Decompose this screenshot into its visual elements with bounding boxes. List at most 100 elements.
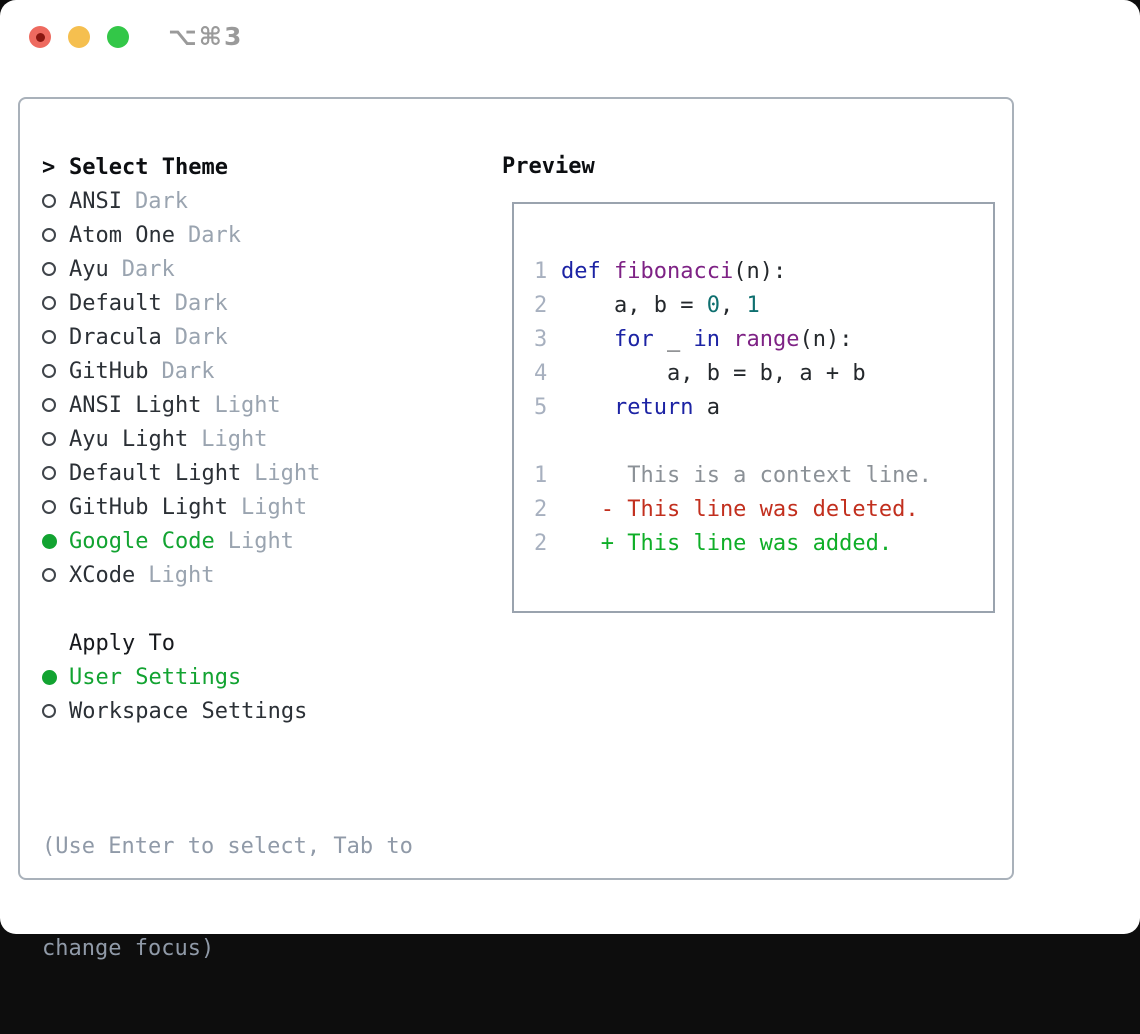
radio-unselected-icon — [42, 398, 56, 412]
theme-name: Atom One — [69, 223, 175, 248]
apply-to-list: User Settings Workspace Settings — [42, 660, 413, 728]
theme-name: Ayu Light — [69, 427, 188, 452]
theme-name: Google Code — [69, 529, 215, 554]
theme-option-ansi[interactable]: ANSI Dark — [42, 184, 413, 218]
theme-option-atom-one[interactable]: Atom One Dark — [42, 218, 413, 252]
token-pl — [561, 395, 614, 420]
radio-unselected-icon — [42, 330, 56, 344]
token-kw: for — [614, 327, 654, 352]
token-pl: , — [720, 293, 747, 318]
select-theme-header: > Select Theme — [42, 150, 413, 184]
line-number: 2 — [534, 497, 548, 522]
radio-selected-icon — [42, 670, 57, 685]
apply-option-workspace-settings[interactable]: Workspace Settings — [42, 694, 413, 728]
apply-option-label: Workspace Settings — [69, 699, 307, 724]
theme-option-github-light[interactable]: GitHub Light Light — [42, 490, 413, 524]
radio-unselected-icon — [42, 364, 56, 378]
theme-name: XCode — [69, 563, 135, 588]
close-button[interactable] — [29, 26, 51, 48]
diff-block: 1 This is a context line. 2 - This line … — [534, 458, 993, 560]
theme-variant-tag: Light — [228, 529, 294, 554]
theme-name: Ayu — [69, 257, 109, 282]
theme-variant-tag: Dark — [175, 291, 228, 316]
zoom-button[interactable] — [107, 26, 129, 48]
theme-option-ayu[interactable]: Ayu Dark — [42, 252, 413, 286]
preview-box: 1 def fibonacci(n): 2 a, b = 0, 1 3 for … — [512, 202, 995, 613]
token-pl — [561, 327, 614, 352]
theme-variant-tag: Light — [201, 427, 267, 452]
line-number: 2 — [534, 293, 548, 318]
token-num: 1 — [746, 293, 759, 318]
theme-variant-tag: Dark — [135, 189, 188, 214]
preview-section: Preview 1 def fibonacci(n): 2 a, b = 0, … — [502, 150, 595, 184]
token-num: 0 — [707, 293, 720, 318]
token-pl: a, b = — [561, 293, 707, 318]
theme-option-default[interactable]: Default Dark — [42, 286, 413, 320]
spacer — [42, 592, 413, 626]
apply-to-title: Apply To — [69, 631, 175, 656]
radio-unselected-icon — [42, 296, 56, 310]
token-kw: in — [693, 327, 720, 352]
theme-option-dracula[interactable]: Dracula Dark — [42, 320, 413, 354]
radio-unselected-icon — [42, 432, 56, 446]
diff-line-added: 2 + This line was added. — [534, 526, 993, 560]
token-pl: a, b = b, a + b — [561, 361, 866, 386]
code-text: return a — [561, 395, 720, 420]
prompt-cursor-icon: > — [42, 155, 69, 180]
theme-option-xcode[interactable]: XCode Light — [42, 558, 413, 592]
spacer — [534, 424, 993, 458]
code-line: 5 return a — [534, 390, 993, 424]
theme-name: GitHub Light — [69, 495, 228, 520]
theme-variant-tag: Light — [254, 461, 320, 486]
diff-line-context: 1 This is a context line. — [534, 458, 993, 492]
hint-line-1: (Use Enter to select, Tab to — [42, 830, 413, 864]
diff-text: This is a context line. — [561, 463, 932, 488]
code-line: 1 def fibonacci(n): — [534, 254, 993, 288]
token-pl: (n): — [733, 259, 786, 284]
code-text: for _ in range(n): — [561, 327, 852, 352]
token-fn: range — [733, 327, 799, 352]
line-number: 2 — [534, 531, 548, 556]
code-line: 4 a, b = b, a + b — [534, 356, 993, 390]
theme-name: GitHub — [69, 359, 148, 384]
theme-variant-tag: Light — [148, 563, 214, 588]
code-text: a, b = b, a + b — [561, 361, 866, 386]
radio-unselected-icon — [42, 262, 56, 276]
spacer — [42, 728, 413, 762]
token-pl: (n): — [799, 327, 852, 352]
hint-line-2: change focus) — [42, 932, 413, 966]
theme-name: Dracula — [69, 325, 162, 350]
token-pl — [601, 259, 614, 284]
theme-option-default-light[interactable]: Default Light Light — [42, 456, 413, 490]
radio-unselected-icon — [42, 704, 56, 718]
token-kw: return — [614, 395, 693, 420]
theme-option-ansi-light[interactable]: ANSI Light Light — [42, 388, 413, 422]
theme-option-ayu-light[interactable]: Ayu Light Light — [42, 422, 413, 456]
theme-picker: > Select Theme ANSI Dark Atom One Dark A… — [42, 150, 413, 1034]
diff-text: + This line was added. — [561, 531, 892, 556]
keyboard-hint: (Use Enter to select, Tab to change focu… — [42, 762, 413, 1034]
theme-name: Default Light — [69, 461, 241, 486]
theme-option-github[interactable]: GitHub Dark — [42, 354, 413, 388]
radio-unselected-icon — [42, 466, 56, 480]
diff-text: - This line was deleted. — [561, 497, 919, 522]
theme-name: ANSI Light — [69, 393, 201, 418]
radio-unselected-icon — [42, 568, 56, 582]
theme-list: ANSI Dark Atom One Dark Ayu Dark Default… — [42, 184, 413, 592]
theme-variant-tag: Light — [241, 495, 307, 520]
theme-variant-tag: Light — [214, 393, 280, 418]
code-line: 2 a, b = 0, 1 — [534, 288, 993, 322]
radio-unselected-icon — [42, 228, 56, 242]
line-number: 1 — [534, 259, 548, 284]
apply-option-user-settings[interactable]: User Settings — [42, 660, 413, 694]
token-kw: def — [561, 259, 601, 284]
theme-variant-tag: Dark — [122, 257, 175, 282]
theme-option-google-code[interactable]: Google Code Light — [42, 524, 413, 558]
apply-to-header: Apply To — [42, 626, 413, 660]
theme-name: ANSI — [69, 189, 122, 214]
minimize-button[interactable] — [68, 26, 90, 48]
diff-line-deleted: 2 - This line was deleted. — [534, 492, 993, 526]
line-number: 4 — [534, 361, 548, 386]
radio-unselected-icon — [42, 194, 56, 208]
code-line: 3 for _ in range(n): — [534, 322, 993, 356]
